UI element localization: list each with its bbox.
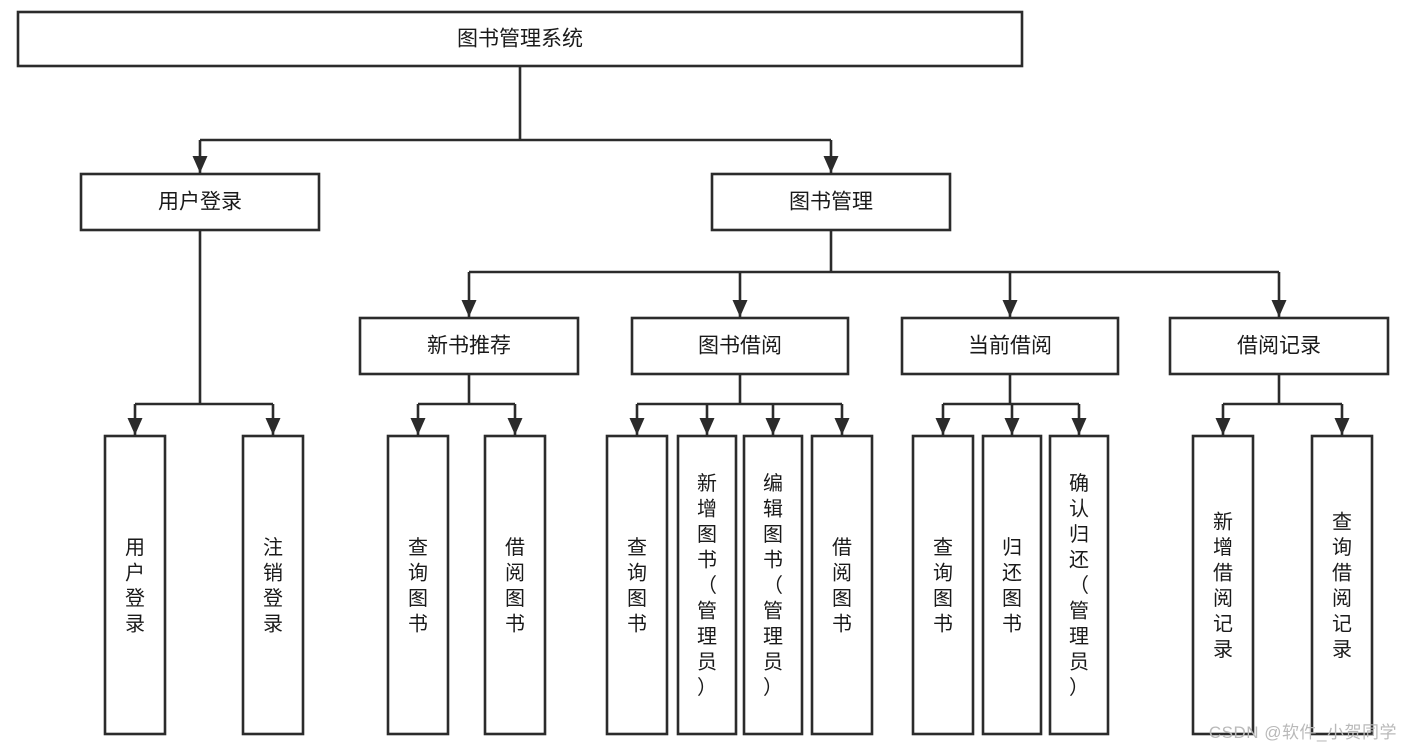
connector-layer [127,66,1350,435]
arrow-head-icon [1071,418,1087,435]
node-leaf-query-book-current[interactable]: 查询图书 [911,434,975,736]
arrow-head-icon [1002,300,1018,317]
arrow-head-icon [192,156,208,173]
node-label: 确认归还（管理员） [1069,472,1089,699]
node-borrow-record[interactable]: 借阅记录 [1168,316,1390,376]
node-label: 归还图书 [1002,536,1022,636]
node-leaf-confirm-return-admin[interactable]: 确认归还（管理员） [1048,434,1110,736]
node-user-login[interactable]: 用户登录 [79,172,321,232]
arrow-head-icon [507,418,523,435]
connector-root-to-level2 [192,66,839,173]
node-layer: 图书管理系统用户登录图书管理新书推荐图书借阅当前借阅借阅记录用户登录注销登录查询… [16,10,1390,736]
arrow-head-icon [1334,418,1350,435]
node-leaf-add-book-admin[interactable]: 新增图书（管理员） [676,434,738,736]
node-label: 借阅记录 [1237,335,1321,358]
node-leaf-borrow-book-recommend[interactable]: 借阅图书 [483,434,547,736]
node-leaf-logout[interactable]: 注销登录 [241,434,305,736]
node-label: 查询借阅记录 [1332,510,1352,661]
node-leaf-query-book-borrow[interactable]: 查询图书 [605,434,669,736]
node-label: 借阅图书 [505,536,525,636]
node-label: 当前借阅 [968,335,1052,358]
connector-borrow-to-leaves [629,374,850,435]
arrow-head-icon [1271,300,1287,317]
node-book-borrow[interactable]: 图书借阅 [630,316,850,376]
node-label: 用户登录 [125,537,145,636]
connector-recommend-to-leaves [410,374,523,435]
node-label: 新书推荐 [427,335,511,358]
arrow-head-icon [410,418,426,435]
node-book-management[interactable]: 图书管理 [710,172,952,232]
node-leaf-query-book-recommend[interactable]: 查询图书 [386,434,450,736]
node-label: 新增图书（管理员） [697,472,717,699]
node-label: 编辑图书（管理员） [763,472,783,699]
arrow-head-icon [1004,418,1020,435]
node-leaf-add-borrow-record[interactable]: 新增借阅记录 [1191,434,1255,736]
node-leaf-borrow-book[interactable]: 借阅图书 [810,434,874,736]
node-label: 查询图书 [933,536,953,636]
connector-record-to-leaves [1215,374,1350,435]
connector-management-to-level3 [461,230,1287,317]
node-label: 图书管理系统 [457,28,583,51]
node-label: 新增借阅记录 [1213,510,1233,661]
node-leaf-edit-book-admin[interactable]: 编辑图书（管理员） [742,434,804,736]
arrow-head-icon [823,156,839,173]
connector-userlogin-to-leaves [127,230,281,435]
node-label: 图书管理 [789,191,873,214]
node-root[interactable]: 图书管理系统 [16,10,1024,68]
arrow-head-icon [935,418,951,435]
connector-current-to-leaves [935,374,1087,435]
arrow-head-icon [127,418,143,435]
node-label: 用户登录 [158,191,242,214]
arrow-head-icon [732,300,748,317]
node-leaf-query-borrow-record[interactable]: 查询借阅记录 [1310,434,1374,736]
node-leaf-user-login[interactable]: 用户登录 [103,434,167,736]
arrow-head-icon [461,300,477,317]
arrow-head-icon [1215,418,1231,435]
arrow-head-icon [629,418,645,435]
node-label: 注销登录 [263,536,283,636]
node-label: 查询图书 [627,536,647,636]
arrow-head-icon [834,418,850,435]
arrow-head-icon [765,418,781,435]
arrow-head-icon [265,418,281,435]
node-label: 借阅图书 [832,536,852,636]
node-new-book-recommend[interactable]: 新书推荐 [358,316,580,376]
arrow-head-icon [699,418,715,435]
node-label: 图书借阅 [698,335,782,358]
node-label: 查询图书 [408,536,428,636]
node-current-borrow[interactable]: 当前借阅 [900,316,1120,376]
node-leaf-return-book[interactable]: 归还图书 [981,434,1043,736]
